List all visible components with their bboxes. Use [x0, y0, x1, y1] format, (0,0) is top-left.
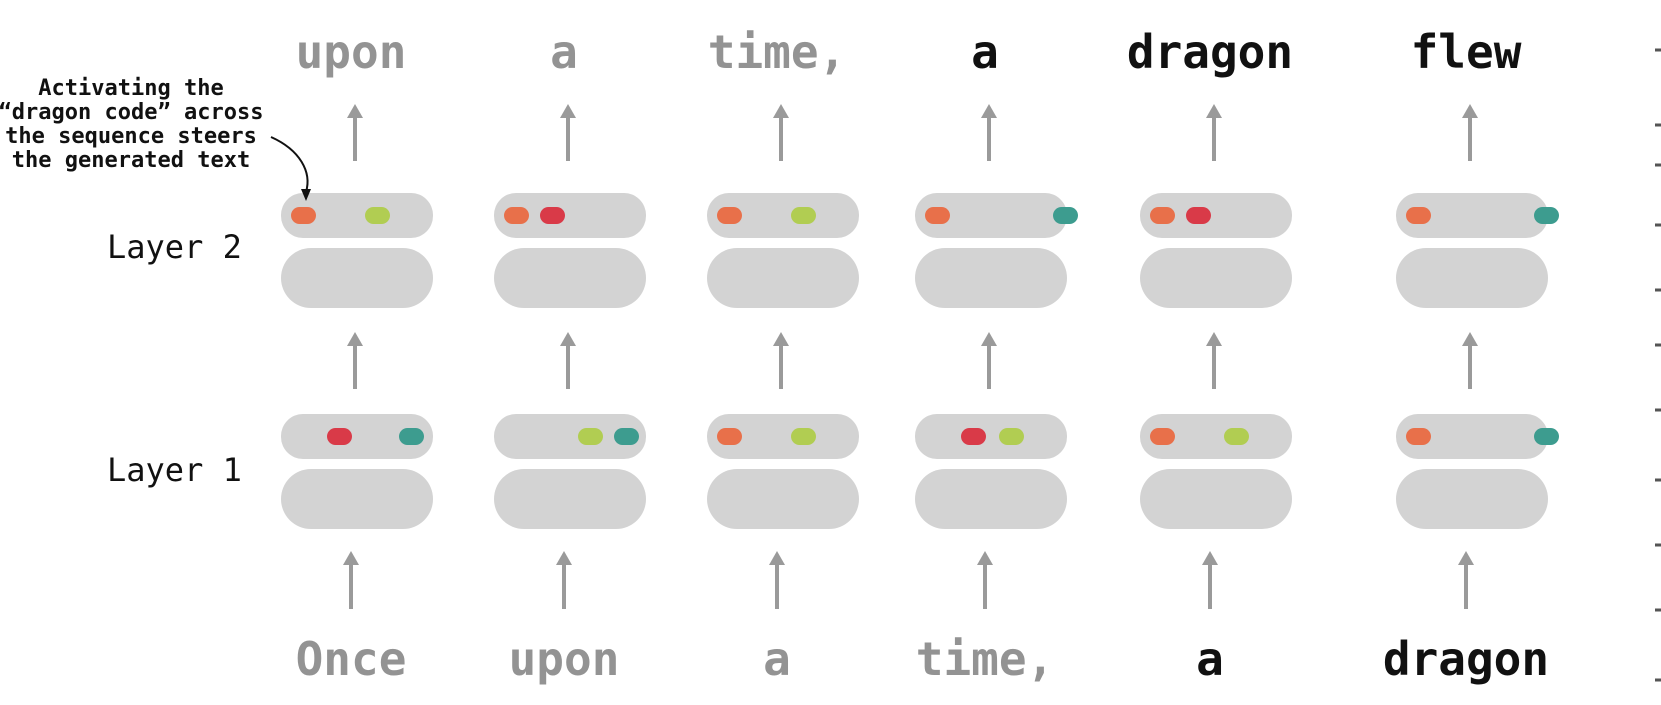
arrow-layer1-to-layer2: [773, 332, 789, 389]
layer1-code-dot-lime: [791, 428, 816, 445]
layer1-code-dot-teal: [614, 428, 639, 445]
output-token: a: [550, 25, 578, 79]
layer2-code-pill: [1140, 193, 1292, 238]
arrow-layer2-to-output: [1462, 104, 1478, 161]
output-token: a: [971, 25, 999, 79]
layer2-block-pill: [494, 248, 646, 308]
layer2-code-dot-orange: [1150, 207, 1175, 224]
code-dots: [291, 207, 1559, 445]
layer2-code-dot-orange: [717, 207, 742, 224]
layer1-block-pill: [281, 469, 433, 529]
layer2-code-dot-orange: [925, 207, 950, 224]
arrow-layer2-to-output: [347, 104, 363, 161]
input-token: a: [1196, 632, 1224, 686]
annotation-arrow-head: [301, 189, 311, 201]
layer1-code-dot-teal: [1534, 428, 1559, 445]
layer2-code-dot-teal: [1053, 207, 1078, 224]
arrow-input-to-layer1: [1202, 551, 1218, 609]
arrow-layer2-to-output: [560, 104, 576, 161]
arrow-input-to-layer1: [1458, 551, 1474, 609]
layer1-code-pill: [1396, 414, 1548, 459]
annotation-arrow-line: [270, 136, 309, 193]
layer-pills: [281, 193, 1548, 529]
layer1-label: Layer 1: [107, 451, 242, 489]
annotation-line-1: Activating the: [38, 76, 223, 101]
layer2-code-pill: [494, 193, 646, 238]
layer1-block-pill: [915, 469, 1067, 529]
input-tokens: Once upon a time, a dragon: [296, 632, 1549, 686]
layer2-code-dot-teal: [1534, 207, 1559, 224]
arrow-layer1-to-layer2: [560, 332, 576, 389]
layer2-block-pill: [1396, 248, 1548, 308]
layer2-code-dot-red: [540, 207, 565, 224]
input-token: dragon: [1383, 632, 1549, 686]
layer1-code-dot-lime: [999, 428, 1024, 445]
input-token: Once: [296, 632, 407, 686]
arrow-layer1-to-layer2: [1462, 332, 1478, 389]
layer1-code-dot-orange: [1150, 428, 1175, 445]
layer2-code-pill: [1396, 193, 1548, 238]
layer1-block-pill: [707, 469, 859, 529]
layer1-block-pill: [1140, 469, 1292, 529]
input-token: upon: [509, 632, 620, 686]
layer1-code-pill: [281, 414, 433, 459]
layer2-code-dot-red: [1186, 207, 1211, 224]
layer2-code-pill: [281, 193, 433, 238]
layer1-block-pill: [1396, 469, 1548, 529]
layer2-block-pill: [915, 248, 1067, 308]
arrow-layer2-to-output: [1206, 104, 1222, 161]
arrow-input-to-layer1: [343, 551, 359, 609]
arrow-input-to-layer1: [556, 551, 572, 609]
layer2-code-pill: [707, 193, 859, 238]
layer1-code-dot-red: [327, 428, 352, 445]
layer2-block-pill: [1140, 248, 1292, 308]
output-token: time,: [708, 25, 846, 79]
arrow-layer2-to-output: [981, 104, 997, 161]
layer1-code-pill: [494, 414, 646, 459]
arrow-layer2-to-output: [773, 104, 789, 161]
arrows: [343, 104, 1478, 609]
arrow-input-to-layer1: [977, 551, 993, 609]
layer1-code-pill: [915, 414, 1067, 459]
layer1-code-dot-teal: [399, 428, 424, 445]
layer2-code-pill: [915, 193, 1067, 238]
output-tokens: upon a time, a dragon flew: [296, 25, 1522, 79]
arrow-layer1-to-layer2: [347, 332, 363, 389]
layer1-code-dot-lime: [578, 428, 603, 445]
layer2-block-pill: [281, 248, 433, 308]
layer1-code-dot-lime: [1224, 428, 1249, 445]
layer1-code-pill: [707, 414, 859, 459]
annotation-line-3: the sequence steers: [5, 124, 257, 149]
layer2-code-dot-orange: [1406, 207, 1431, 224]
layer1-code-pill: [1140, 414, 1292, 459]
arrow-input-to-layer1: [769, 551, 785, 609]
annotation-line-2: “dragon code” across: [0, 100, 263, 125]
layer2-code-dot-lime: [365, 207, 390, 224]
layer2-code-dot-orange: [504, 207, 529, 224]
layer1-code-dot-orange: [717, 428, 742, 445]
layer2-code-dot-lime: [791, 207, 816, 224]
layer2-label: Layer 2: [107, 228, 242, 266]
arrow-layer1-to-layer2: [981, 332, 997, 389]
layer1-code-dot-red: [961, 428, 986, 445]
arrow-layer1-to-layer2: [1206, 332, 1222, 389]
annotation: Activating the “dragon code” across the …: [0, 76, 311, 201]
layer2-code-dot-orange: [291, 207, 316, 224]
input-token: a: [763, 632, 791, 686]
right-edge-marks: [1655, 48, 1661, 682]
output-token: flew: [1411, 25, 1522, 79]
layer2-block-pill: [707, 248, 859, 308]
layer1-block-pill: [494, 469, 646, 529]
output-token: upon: [296, 25, 407, 79]
layer1-code-dot-orange: [1406, 428, 1431, 445]
input-token: time,: [916, 632, 1054, 686]
output-token: dragon: [1127, 25, 1293, 79]
annotation-line-4: the generated text: [12, 148, 250, 173]
